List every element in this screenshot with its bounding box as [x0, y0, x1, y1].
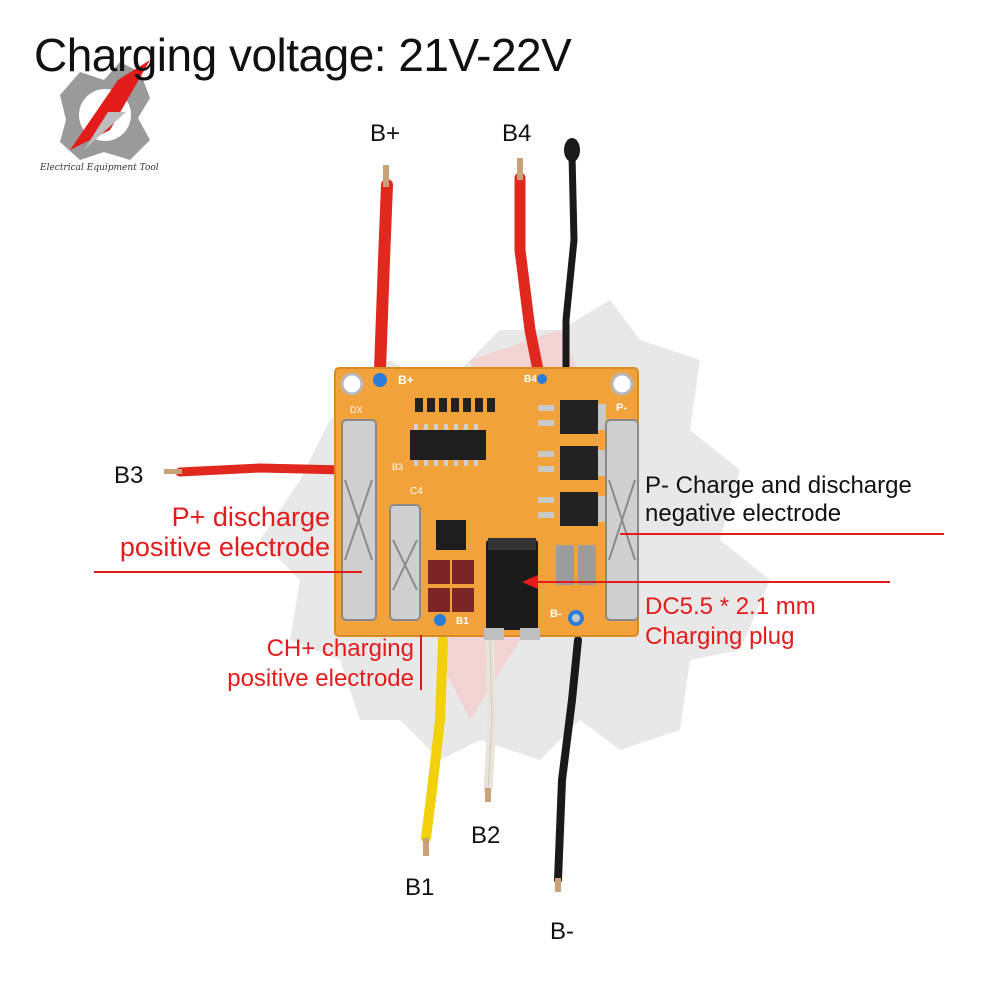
- callout-ch-plus: CH+ charging positive electrode: [180, 634, 414, 694]
- arrow-head-icon: [522, 575, 538, 589]
- label-b-plus: B+: [370, 120, 401, 147]
- silk-b4: B4: [524, 374, 537, 385]
- wire-b-minus: [554, 636, 582, 892]
- silk-b1: B1: [456, 616, 469, 627]
- silk-b-plus: B+: [398, 373, 414, 387]
- callout-p-plus: P+ discharge positive electrode: [90, 502, 330, 562]
- silk-b-minus: B-: [550, 608, 562, 620]
- mosfet-group: [538, 400, 606, 526]
- wire-b4: [514, 158, 546, 386]
- terminal-ch-plus: [389, 504, 421, 621]
- callout-p-plus-line1: P+ discharge: [171, 502, 330, 532]
- callout-ch-plus-line1: CH+ charging: [266, 635, 414, 662]
- wire-b-minus-top: [562, 138, 580, 394]
- label-b-minus: B-: [550, 918, 574, 945]
- callout-dc-plug: DC5.5 * 2.1 mm Charging plug: [645, 592, 816, 652]
- label-b3: B3: [114, 462, 144, 489]
- pcb-board: [334, 367, 639, 640]
- callout-p-minus: P- Charge and discharge negative electro…: [645, 472, 912, 528]
- callout-dc-plug-line1: DC5.5 * 2.1 mm: [645, 593, 816, 620]
- brand-logo-icon: [60, 60, 150, 160]
- wire-b2: [483, 635, 497, 802]
- callout-p-plus-line2: positive electrode: [119, 532, 330, 562]
- silk-c4: C4: [410, 486, 423, 497]
- label-b4: B4: [502, 120, 532, 147]
- label-b2: B2: [471, 822, 501, 849]
- terminal-p-plus: [341, 419, 377, 621]
- callout-ch-plus-line2: positive electrode: [227, 665, 414, 692]
- wire-b-plus: [374, 165, 393, 376]
- callout-p-minus-line2: negative electrode: [645, 500, 842, 527]
- dc-jack: [484, 538, 540, 640]
- silk-dx: DX: [350, 405, 363, 415]
- label-b1: B1: [405, 874, 435, 901]
- wire-b1: [421, 635, 448, 856]
- brand-name: Electrical Equipment Tool: [40, 163, 159, 173]
- page-title: Charging voltage: 21V-22V: [34, 29, 572, 81]
- callout-dc-plug-line2: Charging plug: [645, 623, 795, 650]
- silk-b3: B3: [392, 462, 404, 472]
- callout-p-minus-line1: P- Charge and discharge: [645, 472, 912, 499]
- terminal-p-minus: [605, 419, 639, 621]
- silk-p-minus: P-: [616, 402, 627, 414]
- wire-b3: [164, 463, 350, 477]
